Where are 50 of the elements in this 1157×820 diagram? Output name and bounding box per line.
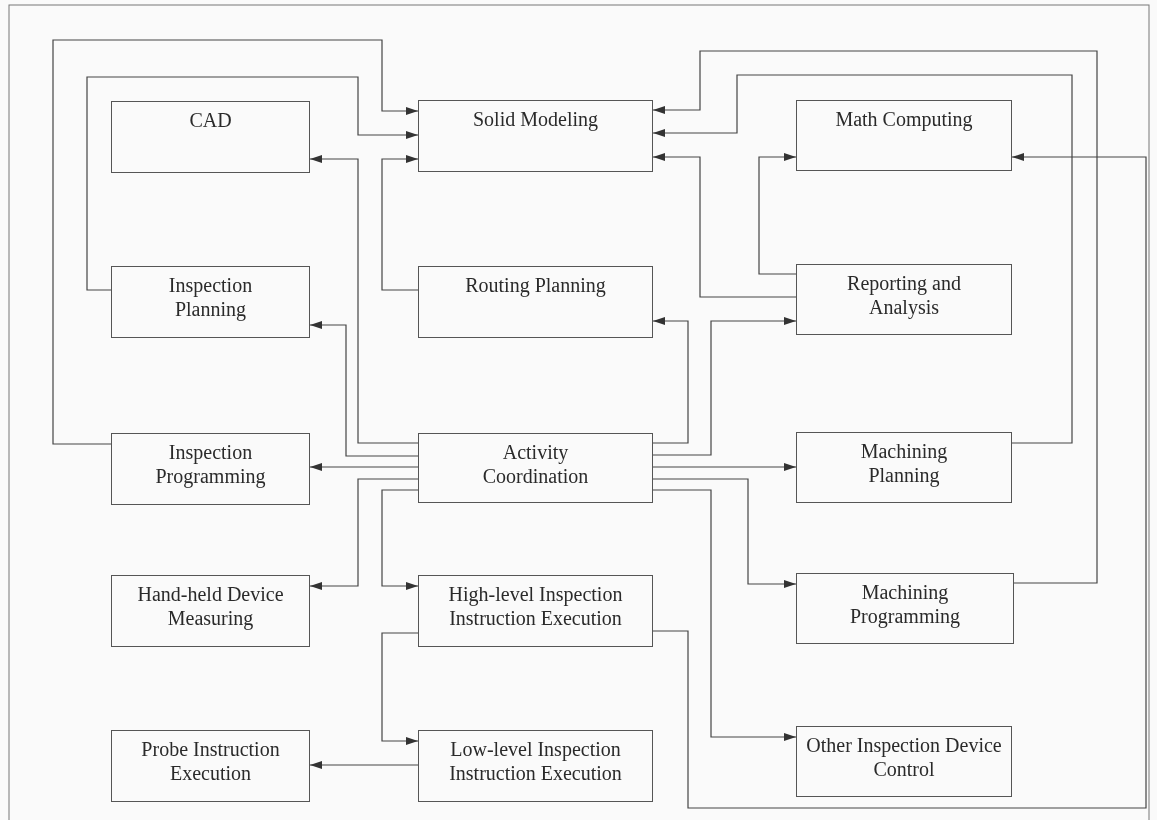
box-label: Solid Modeling (473, 107, 598, 131)
process-box (796, 432, 1012, 503)
box-label: CAD (189, 108, 232, 132)
arrow (86, 76, 419, 291)
arrow (381, 632, 419, 745)
process-box (111, 730, 310, 802)
process-box (111, 575, 310, 647)
arrow (652, 153, 1147, 809)
arrow (52, 39, 419, 445)
process-box (796, 573, 1014, 644)
arrow (381, 155, 419, 291)
arrow (309, 463, 419, 471)
process-box (418, 100, 653, 172)
process-box (418, 266, 653, 338)
box-label: Machining Programming (849, 580, 961, 628)
arrow (652, 317, 689, 444)
arrow (652, 478, 797, 588)
process-box (111, 101, 310, 173)
process-box (111, 433, 310, 505)
box-label: Math Computing (835, 107, 973, 131)
arrow (309, 478, 419, 590)
box-label: Probe Instruction Execution (140, 737, 281, 785)
box-label: High-level Inspection Instruction Execution (447, 582, 624, 630)
process-box (796, 726, 1012, 797)
arrow (758, 153, 797, 275)
arrow (381, 489, 419, 590)
box-label: Machining Planning (859, 439, 949, 487)
arrow (652, 463, 797, 471)
box-label: Low-level Inspection Instruction Execution (448, 737, 623, 785)
arrow (309, 321, 419, 457)
box-label: Reporting and Analysis (846, 271, 962, 319)
arrow (652, 74, 1073, 444)
box-label: Inspection Programming (154, 440, 267, 488)
arrow (309, 761, 419, 769)
arrow (652, 50, 1098, 584)
process-box (796, 264, 1012, 335)
process-box (418, 730, 653, 802)
box-label: Inspection Planning (167, 273, 254, 321)
box-label: Routing Planning (465, 273, 606, 297)
arrow (652, 153, 797, 298)
process-box (111, 266, 310, 338)
arrow (652, 489, 797, 741)
process-box (418, 575, 653, 647)
arrow (652, 317, 797, 456)
box-label: Activity Coordination (481, 440, 590, 488)
box-label: Hand-held Device Measuring (136, 582, 285, 630)
process-box (796, 100, 1012, 171)
process-box (418, 433, 653, 503)
arrow (309, 155, 419, 444)
box-label: Other Inspection Device Control (805, 733, 1003, 781)
